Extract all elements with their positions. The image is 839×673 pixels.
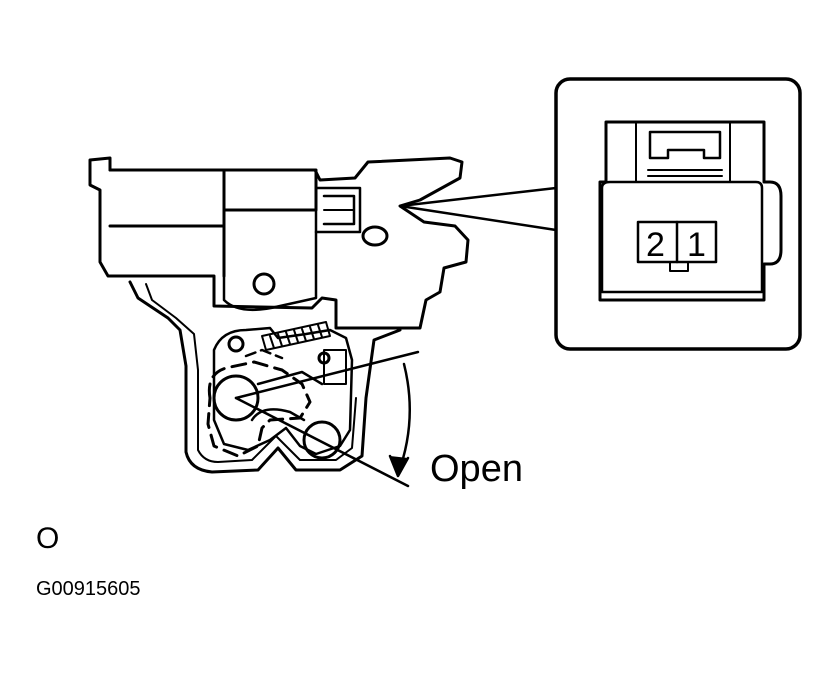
connector-housing [598,120,783,302]
pin-label-2: 2 [646,226,665,264]
pin-label-1: 1 [687,226,706,264]
step-label: O [36,522,60,555]
inset-frame [554,77,802,351]
oval-hole [361,225,389,247]
reference-line-closed [234,350,420,400]
connector-detail-inset: 2 1 [554,77,802,351]
pivot-hole [227,335,245,353]
latch-bracket [128,280,402,474]
open-rotation-indicator [234,350,420,488]
lock-assembly [88,156,470,474]
mounting-hole [252,272,276,296]
reference-line-open [234,396,410,488]
latch-spring [261,321,331,351]
striker [302,420,342,460]
motor-cap [108,168,318,278]
motor-housing [88,156,470,330]
open-label: Open [430,448,523,490]
latch-plate [212,326,354,456]
latch-guide [323,349,347,385]
callout-leader [398,186,558,232]
rotation-arrowhead [388,454,410,478]
connector-body [600,180,764,294]
latch-open-outline [206,360,312,458]
pin-key [669,261,689,272]
figure-code: G00915605 [36,578,141,600]
connector-lock-tab [648,130,722,160]
latch-pivot [212,374,260,422]
